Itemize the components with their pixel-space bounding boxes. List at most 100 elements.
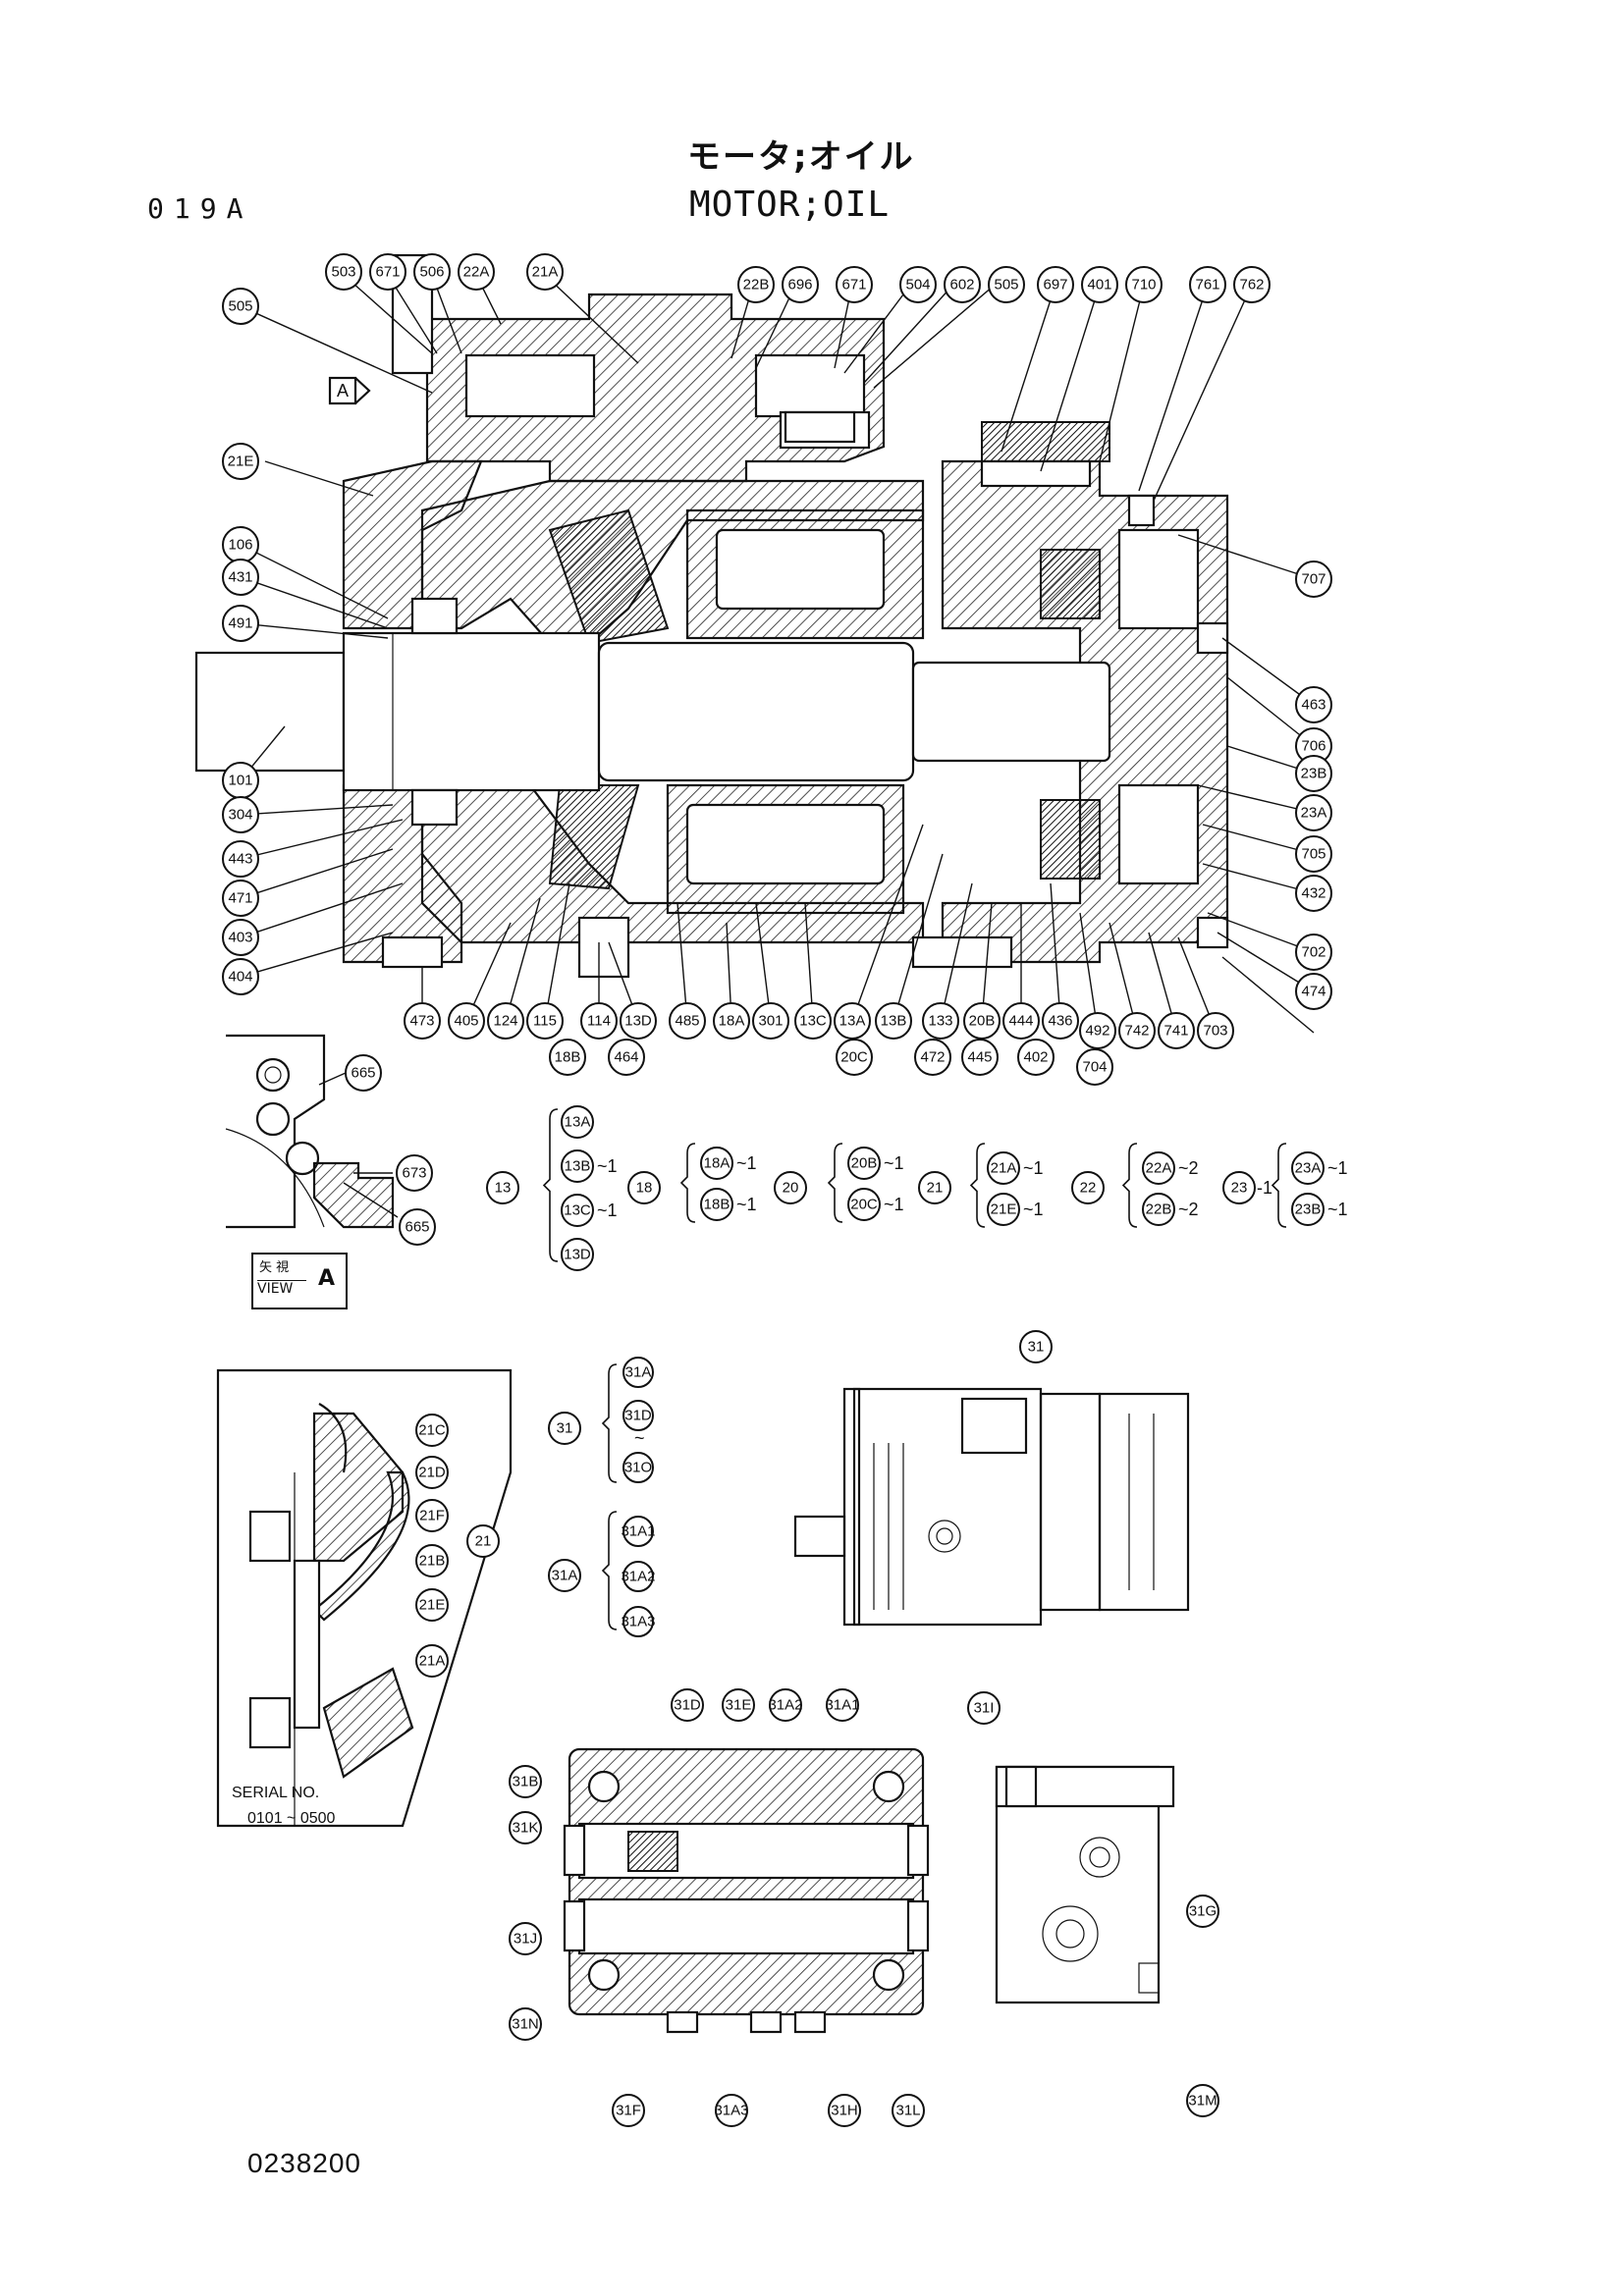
part-number: 31H	[831, 2103, 858, 2119]
part-callout-696: 696	[782, 266, 819, 303]
part-number: 431	[228, 569, 252, 586]
part-callout-671: 671	[836, 266, 873, 303]
part-number: 31D	[674, 1697, 701, 1714]
part-callout-705: 705	[1295, 835, 1332, 873]
part-callout-472: 472	[914, 1039, 951, 1076]
part-number: 403	[228, 930, 252, 946]
part-number: 21	[927, 1180, 944, 1197]
part-callout-31a: 31A	[622, 1357, 654, 1388]
part-callout-464: 464	[608, 1039, 645, 1076]
part-number: 133	[928, 1013, 952, 1030]
quantity-suffix: ~1	[884, 1195, 904, 1214]
part-callout-31a2: 31A2	[621, 1561, 656, 1592]
part-number: 21B	[419, 1553, 446, 1570]
document-number: 0238200	[247, 2148, 362, 2178]
group-brace	[969, 1143, 986, 1228]
part-number: 705	[1301, 846, 1325, 863]
quantity-suffix: ~1	[1327, 1158, 1348, 1178]
part-number: 710	[1131, 277, 1156, 294]
part-callout-506: 506	[413, 253, 451, 291]
part-callout-21a: 21A	[987, 1151, 1020, 1185]
part-callout-20b: 20B	[963, 1002, 1001, 1040]
part-callout-491: 491	[222, 605, 259, 642]
part-callout-13c: 13C	[794, 1002, 832, 1040]
part-number: 23A	[1301, 805, 1327, 822]
part-callout-31l: 31L	[892, 2094, 925, 2127]
part-number: 602	[949, 277, 974, 294]
part-callout-444: 444	[1002, 1002, 1040, 1040]
part-callout-602: 602	[944, 266, 981, 303]
part-number: 20	[783, 1180, 799, 1197]
part-callout-304: 304	[222, 796, 259, 833]
part-callout-31a3: 31A3	[714, 2094, 749, 2127]
part-number: 471	[228, 890, 252, 907]
part-callout-21e: 21E	[987, 1193, 1020, 1226]
part-number: 21E	[419, 1597, 446, 1614]
serial-label: SERIAL NO.	[232, 1785, 320, 1801]
part-number: 13C	[799, 1013, 827, 1030]
part-callout-18a: 18A	[713, 1002, 750, 1040]
group-brace	[679, 1143, 696, 1223]
part-number: 485	[675, 1013, 699, 1030]
part-callout-31m: 31M	[1186, 2084, 1219, 2117]
part-callout-13: 13	[486, 1171, 519, 1204]
page-code: 019A	[147, 192, 253, 225]
part-callout-762: 762	[1233, 266, 1271, 303]
part-callout-445: 445	[961, 1039, 999, 1076]
part-number: 706	[1301, 738, 1325, 755]
part-callout-707: 707	[1295, 561, 1332, 598]
part-number: 665	[405, 1219, 429, 1236]
part-callout-742: 742	[1118, 1012, 1156, 1049]
part-callout-301: 301	[752, 1002, 789, 1040]
part-callout-401: 401	[1081, 266, 1118, 303]
part-number: 21	[475, 1533, 492, 1550]
part-number: 505	[994, 277, 1018, 294]
section-arrow-a: A	[328, 376, 371, 405]
part-callout-106: 106	[222, 526, 259, 563]
part-number: 31M	[1188, 2093, 1217, 2109]
part-callout-124: 124	[487, 1002, 524, 1040]
part-number: 402	[1023, 1049, 1048, 1066]
detail-21-view	[216, 1368, 513, 1828]
part-number: 22A	[1146, 1160, 1172, 1177]
part-callout-21d: 21D	[415, 1456, 449, 1489]
motor-external-view	[793, 1387, 1190, 1627]
part-callout-31a2: 31A2	[768, 1688, 803, 1722]
range-tilde: ~	[634, 1428, 645, 1448]
part-callout-18b: 18B	[549, 1039, 586, 1076]
part-number: 301	[758, 1013, 783, 1030]
part-callout-671: 671	[369, 253, 406, 291]
part-number: 31B	[513, 1774, 539, 1790]
part-callout-23a: 23A	[1295, 794, 1332, 831]
part-number: 761	[1195, 277, 1219, 294]
part-callout-23a: 23A	[1291, 1151, 1325, 1185]
part-callout-703: 703	[1197, 1012, 1234, 1049]
part-callout-485: 485	[669, 1002, 706, 1040]
part-callout-23: 23	[1222, 1171, 1256, 1204]
part-callout-31i: 31I	[967, 1691, 1001, 1725]
view-label-jp: 矢 視	[259, 1260, 290, 1275]
part-callout-20c: 20C	[836, 1039, 873, 1076]
part-callout-115: 115	[526, 1002, 564, 1040]
part-number: 463	[1301, 697, 1325, 714]
part-number: 13C	[564, 1202, 591, 1219]
part-number: 22B	[743, 277, 770, 294]
part-number: 21E	[991, 1201, 1017, 1218]
part-number: 106	[228, 537, 252, 554]
part-callout-505: 505	[988, 266, 1025, 303]
part-callout-23b: 23B	[1291, 1193, 1325, 1226]
part-number: 18B	[704, 1197, 730, 1213]
part-number: 114	[587, 1013, 611, 1030]
part-callout-13d: 13D	[620, 1002, 657, 1040]
part-number: 665	[351, 1065, 375, 1082]
quantity-suffix: ~1	[597, 1201, 618, 1220]
part-callout-31d: 31D	[622, 1400, 654, 1431]
part-number: 18A	[704, 1155, 730, 1172]
part-number: 31A1	[621, 1523, 655, 1540]
part-callout-31: 31	[1019, 1330, 1053, 1363]
part-number: 505	[228, 298, 252, 315]
part-number: 404	[228, 969, 252, 986]
quantity-suffix: ~1	[736, 1153, 757, 1173]
